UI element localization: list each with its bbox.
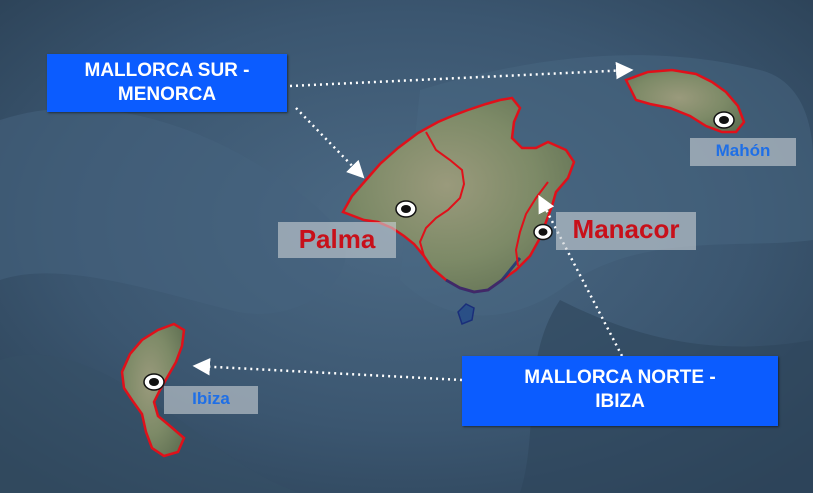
callout-top-line1: MALLORCA SUR - xyxy=(84,60,250,81)
mahon-marker-icon xyxy=(713,111,735,129)
ibiza-marker-icon xyxy=(143,373,165,391)
mallorca-coast-shadow xyxy=(445,257,522,294)
mallorca-island xyxy=(341,96,576,294)
city-label-palma: Palma xyxy=(278,222,396,258)
palma-marker-icon xyxy=(395,200,417,218)
manacor-marker-icon xyxy=(533,223,553,241)
arrow-to-menorca xyxy=(289,61,634,88)
mallorca-zone-boundary xyxy=(418,131,466,257)
mallorca-east-boundary xyxy=(514,181,549,267)
seafloor-shelf-west xyxy=(0,108,346,314)
arrow-to-ibiza xyxy=(192,357,463,382)
city-label-manacor: Manacor xyxy=(556,212,696,250)
callout-mallorca-norte-ibiza: MALLORCA NORTE - IBIZA xyxy=(462,356,778,426)
callout-bottom-line1: MALLORCA NORTE - xyxy=(524,367,716,388)
callout-top-line2: MENORCA xyxy=(117,84,217,105)
callout-bottom-line2: IBIZA xyxy=(595,391,645,412)
city-label-mahon: Mahón xyxy=(690,138,796,166)
callout-mallorca-sur-menorca: MALLORCA SUR - MENORCA xyxy=(47,54,287,112)
arrow-to-mallorca-south xyxy=(295,107,365,179)
cabrera-islet xyxy=(457,303,475,325)
city-label-ibiza: Ibiza xyxy=(164,386,258,414)
